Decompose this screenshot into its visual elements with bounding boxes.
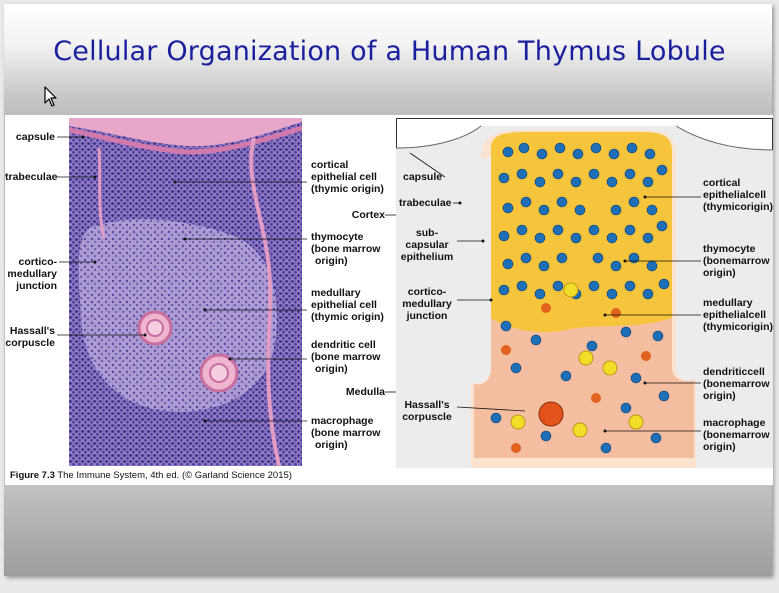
diagram-label-macrophage-2: (bonemarrow <box>703 429 770 441</box>
label-macrophage-3: origin) <box>315 439 348 451</box>
label-cortical-1: cortical <box>311 159 349 171</box>
label-trabeculae-left: trabeculae <box>5 171 58 183</box>
diagram-label-subcapsular-2: capsular <box>405 239 449 251</box>
diagram-label-cortical-1: cortical <box>703 177 741 189</box>
label-dendritic-3: origin) <box>315 363 348 375</box>
slide-title: Cellular Organization of a Human Thymus … <box>53 36 726 67</box>
diagram-label-cortico-1: cortico- <box>407 286 447 298</box>
label-hassalls-left-2: corpuscle <box>5 337 55 349</box>
macrophage-shapes <box>501 303 651 453</box>
thymocyte-dots <box>490 142 670 454</box>
label-macrophage-1: macrophage <box>311 415 374 427</box>
diagram-label-medullary-3: (thymicorigin) <box>703 321 773 333</box>
dendritic-cells <box>510 282 644 438</box>
thymus-figure: capsule trabeculae cortico- medullary ju… <box>5 115 773 485</box>
label-thymocyte-1: thymocyte <box>311 231 364 243</box>
label-cortical-3: (thymic origin) <box>311 183 384 195</box>
diagram-label-dendritic-3: origin) <box>703 390 736 402</box>
diagram-label-subcapsular-3: epithelium <box>400 251 454 263</box>
diagram-label-trabeculae: trabeculae <box>399 197 452 209</box>
label-medulla: Medulla <box>345 386 385 398</box>
diagram-label-dendritic-1: dendriticcell <box>703 366 765 378</box>
label-macrophage-2: (bone marrow <box>311 427 381 439</box>
label-medullary-2: epithelial cell <box>311 299 377 311</box>
label-hassalls-left-1: Hassall's <box>9 325 55 337</box>
label-cortico-left-3: junction <box>16 280 57 292</box>
label-thymocyte-2: (bone marrow <box>311 243 381 255</box>
label-dendritic-1: dendritic cell <box>311 339 376 351</box>
label-cortico-left-2: medullary <box>7 268 57 280</box>
label-medullary-1: medullary <box>311 287 361 299</box>
diagram-label-hassalls-1: Hassall's <box>404 399 450 411</box>
diagram-label-cortical-2: epithelialcell <box>703 189 767 201</box>
diagram-label-capsule: capsule <box>403 171 443 183</box>
diagram-label-subcapsular-1: sub- <box>415 227 439 239</box>
diagram-label-cortico-2: medullary <box>402 298 452 310</box>
diagram-label-thymocyte-1: thymocyte <box>703 243 756 255</box>
label-capsule-left: capsule <box>15 131 55 143</box>
diagram-label-thymocyte-2: (bonemarrow <box>703 255 770 267</box>
mouse-cursor-icon <box>44 86 57 107</box>
diagram-label-thymocyte-3: origin) <box>703 267 736 279</box>
diagram-label-cortico-3: junction <box>406 310 448 322</box>
label-cortex: Cortex <box>351 209 385 221</box>
figure-caption: Figure 7.3 The Immune System, 4th ed. (©… <box>10 470 292 481</box>
histology-micrograph <box>69 118 302 466</box>
label-dendritic-2: (bone marrow <box>311 351 381 363</box>
diagram-label-medullary-1: medullary <box>703 297 753 309</box>
hassalls-corpuscle-shape <box>538 401 564 427</box>
diagram-label-hassalls-2: corpuscle <box>402 411 452 423</box>
label-cortico-left-1: cortico- <box>18 256 57 268</box>
diagram-label-macrophage-3: origin) <box>703 441 736 453</box>
diagram-label-medullary-2: epithelialcell <box>703 309 767 321</box>
label-thymocyte-3: origin) <box>315 255 348 267</box>
diagram-label-macrophage-1: macrophage <box>703 417 766 429</box>
label-medullary-3: (thymic origin) <box>311 311 384 323</box>
diagram-label-cortical-3: (thymicorigin) <box>703 201 773 213</box>
diagram-label-dendritic-2: (bonemarrow <box>703 378 770 390</box>
label-cortical-2: epithelial cell <box>311 171 377 183</box>
